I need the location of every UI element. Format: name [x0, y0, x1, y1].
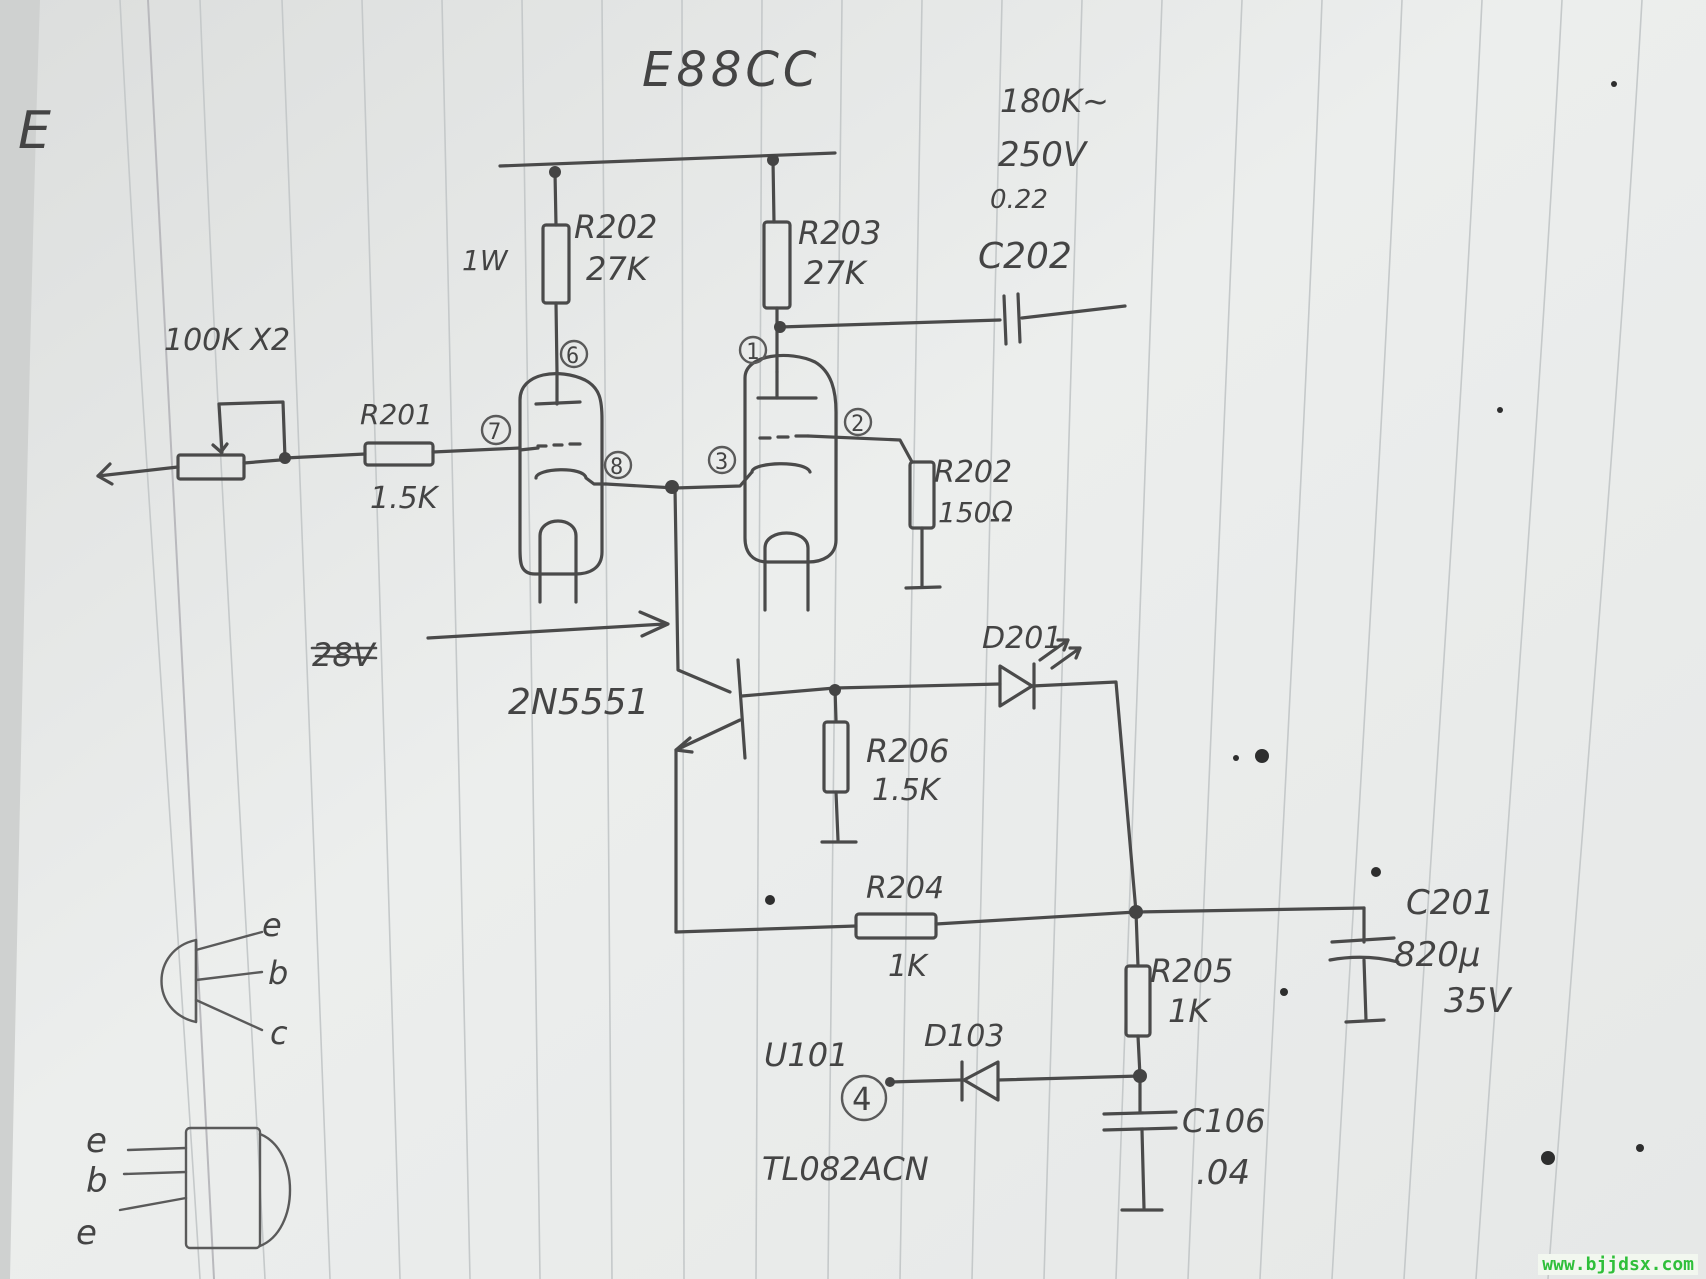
pinout-bottom-b: b [86, 1161, 108, 1201]
r202-plate-name: R202 [574, 208, 657, 246]
c201-name: C201 [1406, 883, 1495, 923]
r202-cathode-name: R202 [934, 455, 1012, 490]
transistor-pinout-sketches [118, 930, 292, 1250]
c106-value: .04 [1196, 1153, 1250, 1193]
junction-dots [279, 154, 1147, 1087]
c202-name: C202 [978, 236, 1072, 277]
r206-name: R206 [866, 732, 949, 770]
r202-plate-power: 1W [462, 244, 509, 277]
voltage-arrow [310, 610, 670, 660]
r202-cathode-value: 150Ω [938, 496, 1013, 529]
site-watermark: www.bjjdsx.com [1538, 1254, 1698, 1275]
u101-name: U101 [764, 1036, 849, 1074]
transistor-part-label: 2N5551 [508, 682, 649, 723]
r206-value: 1.5K [872, 773, 942, 808]
pin-circles [480, 335, 888, 1122]
pin-3-label: 3 [715, 450, 728, 475]
d201-name: D201 [982, 621, 1062, 656]
pinout-top-c: c [270, 1014, 288, 1052]
r201-value: 1.5K [370, 481, 440, 516]
pin-6-label: 6 [566, 344, 579, 369]
r205-name: R205 [1150, 952, 1233, 990]
r201-name: R201 [360, 398, 433, 431]
voltage-note: 28V [312, 636, 377, 674]
c106-name: C106 [1182, 1102, 1265, 1140]
r203-name: R203 [798, 214, 881, 252]
u101-pin: 4 [852, 1080, 871, 1118]
ink-specks [765, 81, 1644, 1165]
pinout-top-e: e [262, 906, 282, 944]
wiring [96, 151, 1400, 1212]
c202-line-2: 250V [998, 135, 1089, 175]
pin-2-label: 2 [851, 412, 864, 437]
pin-1-label: 1 [746, 340, 759, 365]
paper-left-edge [0, 0, 40, 1279]
pin-7-label: 7 [488, 420, 501, 445]
pinout-bottom-e1: e [86, 1121, 107, 1161]
d103-name: D103 [924, 1019, 1004, 1054]
r204-name: R204 [866, 871, 944, 906]
c201-value: 820μ [1394, 935, 1481, 975]
tube-type-label: E88CC [642, 42, 820, 98]
r202-plate-value: 27K [586, 250, 651, 288]
c202-line-1: 180K~ [1000, 82, 1109, 120]
c202-line-3: 0.22 [990, 185, 1048, 215]
r203-value: 27K [804, 254, 869, 292]
r205-value: 1K [1168, 992, 1212, 1030]
pin-8-label: 8 [610, 455, 623, 480]
u101-part: TL082ACN [762, 1150, 929, 1188]
pinout-bottom-e2: e [76, 1213, 97, 1253]
r204-value: 1K [888, 949, 929, 984]
pinout-top-b: b [268, 954, 288, 992]
left-margin-mark: E [18, 101, 51, 161]
pot-label: 100K X2 [164, 323, 290, 358]
c201-voltage: 35V [1444, 981, 1513, 1021]
